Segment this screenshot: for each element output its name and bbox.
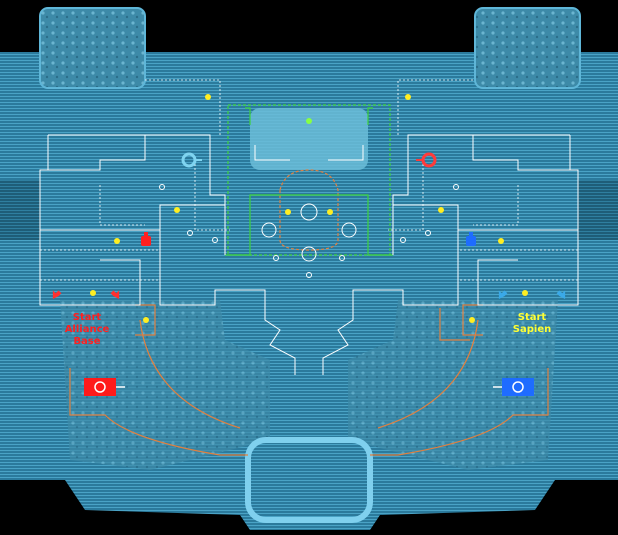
start-label-right-line1: Start [517, 312, 547, 323]
southwest-rocks [60, 300, 270, 470]
red-turret-icon [416, 152, 437, 168]
cyan-turret-icon [181, 152, 202, 168]
red-arrow-icons [52, 290, 120, 299]
start-label-right: Start Sapien [497, 312, 567, 336]
red-base-flag-icon [84, 378, 125, 396]
red-soldier-icon [141, 232, 151, 246]
southeast-rocks [348, 300, 558, 470]
blue-base-flag-icon [493, 378, 534, 396]
northeast-tower [474, 7, 581, 89]
northwest-tower [39, 7, 146, 89]
start-label-left-line1: Start [72, 312, 102, 323]
start-label-left: Start Alliance Base [52, 312, 122, 348]
south-gate [245, 437, 373, 523]
green-zone [225, 104, 393, 256]
cyan-arrow-icons [498, 290, 566, 299]
central-platform [250, 108, 368, 170]
start-label-left-line2: Alliance Base [64, 324, 110, 347]
rings [159, 184, 459, 278]
orange-zones [69, 169, 549, 456]
objective-dots [90, 94, 528, 323]
blue-soldier-icon [466, 232, 476, 246]
start-label-right-line2: Sapien [512, 324, 552, 335]
dashed-outlines [40, 79, 578, 281]
terrain [0, 7, 618, 530]
